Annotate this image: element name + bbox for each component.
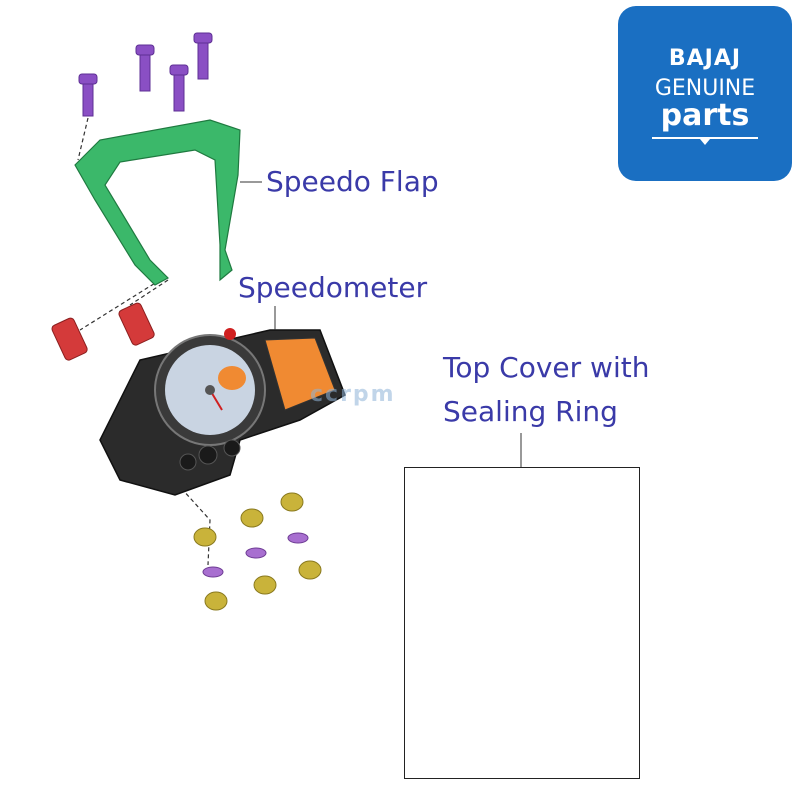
spacer [118, 302, 155, 346]
speedo-flap-label: Speedo Flap [266, 165, 439, 198]
bolt [169, 64, 189, 112]
grommets [193, 492, 322, 611]
bolt [135, 44, 155, 92]
logo-genuine: GENUINE [654, 76, 756, 101]
rubber-spacers [51, 302, 155, 361]
top-cover-label-line1: Top Cover with [443, 351, 650, 384]
spacer [51, 317, 88, 361]
callout-leaders [240, 181, 522, 467]
logo-parts: parts [660, 98, 750, 133]
logo-underline [652, 137, 758, 145]
watermark: ccrpm [310, 382, 396, 407]
top-cover-photo-frame [404, 467, 640, 779]
speedo-flap-part [74, 119, 241, 286]
speedometer-part [99, 328, 346, 496]
mounting-bolts [78, 32, 213, 117]
bolt [78, 73, 98, 117]
top-cover-label: Top Cover with Sealing Ring [443, 346, 649, 434]
speedometer-label: Speedometer [238, 271, 428, 304]
logo-brand: BAJAJ [668, 46, 742, 71]
assembly-guides [77, 117, 211, 566]
bajaj-genuine-parts-logo: BAJAJ GENUINE parts [618, 6, 792, 181]
washers [202, 532, 309, 578]
top-cover-label-line2: Sealing Ring [443, 395, 618, 428]
bolt [193, 32, 213, 80]
